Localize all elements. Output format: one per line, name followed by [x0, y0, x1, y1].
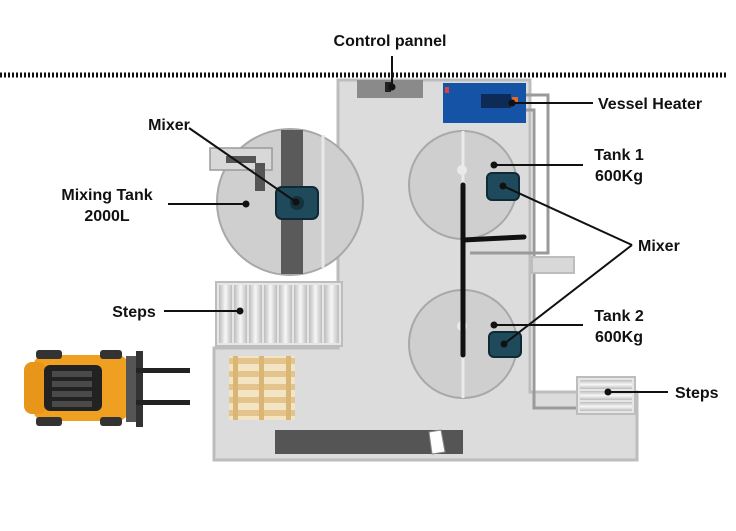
- label-tank-1-capacity: 600Kg: [595, 168, 643, 185]
- label-vessel-heater: Vessel Heater: [598, 96, 702, 113]
- label-control-panel: Control pannel: [334, 33, 447, 50]
- label-tank-1: Tank 1: [594, 147, 644, 164]
- label-steps-right: Steps: [675, 385, 719, 402]
- platform-floor: [212, 78, 639, 462]
- pallet-icon: [229, 356, 295, 420]
- steps-left: [215, 281, 343, 347]
- label-tank-2-capacity: 600Kg: [595, 329, 643, 346]
- central-shaft: [460, 182, 527, 358]
- label-mixing-tank-capacity: 2000L: [84, 208, 130, 225]
- paper-sheet: [428, 429, 446, 455]
- steps-right: [576, 376, 636, 415]
- forklift-icon: [24, 350, 190, 427]
- pipe-stub: [531, 256, 575, 274]
- leader-dots: [236, 83, 612, 396]
- label-mixer-right: Mixer: [638, 238, 680, 255]
- label-tank-2: Tank 2: [594, 308, 644, 325]
- label-mixing-tank: Mixing Tank: [61, 187, 152, 204]
- control-panel-indicator: [385, 82, 391, 92]
- label-mixer-left: Mixer: [148, 117, 190, 134]
- leader-lines: [164, 56, 668, 393]
- label-steps-left: Steps: [112, 304, 156, 321]
